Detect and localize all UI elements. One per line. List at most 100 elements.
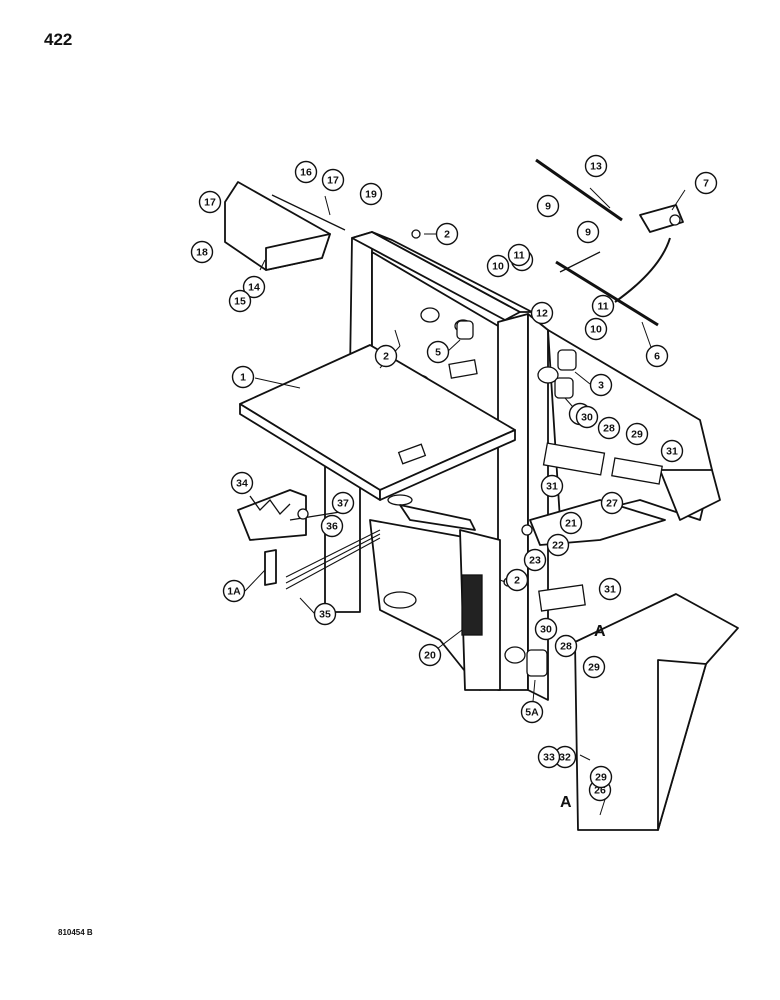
- callout-7: 7: [694, 171, 718, 195]
- side-shield: [224, 181, 346, 271]
- callout-label: 5: [435, 347, 441, 359]
- callout-circle: [507, 243, 531, 267]
- callout-29a: 29: [625, 422, 649, 446]
- callout-9b: 9: [576, 220, 600, 244]
- callout-label: 3: [598, 380, 604, 392]
- callout-label: 2: [514, 575, 520, 587]
- callout-label: 10: [590, 324, 602, 336]
- callout-circle: [540, 474, 564, 498]
- callout-circle: [536, 194, 560, 218]
- callout-5: 5: [426, 340, 450, 364]
- callout-10b: 10: [584, 317, 608, 341]
- callout-label: 1: [240, 372, 246, 384]
- callout-23: 23: [523, 548, 547, 572]
- callout-label: 13: [590, 161, 602, 173]
- callout-label: 9: [585, 227, 591, 239]
- callout-2b: 2: [374, 344, 398, 368]
- callout-9a: 9: [536, 194, 560, 218]
- callout-15: 15: [228, 289, 252, 313]
- callout-14: 14: [242, 275, 266, 299]
- callout-label: 31: [546, 481, 558, 493]
- floor-plate: [239, 344, 516, 531]
- callout-33: 33: [537, 745, 561, 769]
- callout-circle: [294, 160, 318, 184]
- callout-31b: 31: [540, 474, 564, 498]
- callout-circle: [534, 617, 558, 641]
- callout-circle: [546, 533, 570, 557]
- callout-circle: [597, 416, 621, 440]
- callout-label: 22: [552, 540, 564, 552]
- callout-circle: [575, 405, 599, 429]
- callout-label: 20: [424, 650, 436, 662]
- callout-circle: [537, 745, 561, 769]
- callout-circle: [584, 154, 608, 178]
- callout-31c: 31: [598, 577, 622, 601]
- callout-19: 19: [359, 182, 383, 206]
- callout-18: 18: [190, 240, 214, 264]
- callout-1a: 1A: [222, 579, 246, 603]
- step-assembly: [237, 489, 341, 586]
- callout-label: 29: [631, 429, 643, 441]
- callout-2c: 2: [505, 568, 529, 592]
- callout-label: 36: [326, 521, 338, 533]
- callout-11a: 11: [507, 243, 531, 267]
- callout-label: 6: [654, 351, 660, 363]
- callout-label: 14: [248, 282, 260, 294]
- small-hardware: [297, 229, 663, 677]
- callout-label: 5A: [525, 707, 539, 719]
- callout-circle: [600, 491, 624, 515]
- callout-label: 17: [327, 175, 339, 187]
- callout-17a: 17: [198, 190, 222, 214]
- callout-11b: 11: [591, 294, 615, 318]
- callout-label: 37: [337, 498, 349, 510]
- callout-circle: [418, 643, 442, 667]
- callout-37: 37: [331, 491, 355, 515]
- callout-label: 29: [595, 772, 607, 784]
- page-number: 422: [44, 30, 73, 49]
- callout-30a: 30: [575, 405, 599, 429]
- callout-label: 30: [540, 624, 552, 636]
- callout-label: 2: [383, 351, 389, 363]
- callout-circle: [242, 275, 266, 299]
- callout-circle: [645, 344, 669, 368]
- callout-label: 23: [529, 555, 541, 567]
- callout-label: 11: [513, 250, 524, 262]
- callout-label: 19: [365, 189, 377, 201]
- callout-circle: [222, 579, 246, 603]
- callout-circle: [374, 344, 398, 368]
- callout-circle: [505, 568, 529, 592]
- callout-label: 12: [536, 308, 548, 320]
- callout-circle: [589, 373, 613, 397]
- callout-31a: 31: [660, 439, 684, 463]
- callout-circle: [559, 511, 583, 535]
- callout-27: 27: [600, 491, 624, 515]
- callout-21: 21: [559, 511, 583, 535]
- callout-circle: [591, 294, 615, 318]
- callout-circle: [576, 220, 600, 244]
- callout-circle: [313, 602, 337, 626]
- callout-circle: [198, 190, 222, 214]
- callout-circle: [589, 765, 613, 789]
- callout-circle: [230, 471, 254, 495]
- callout-36: 36: [320, 514, 344, 538]
- callout-29b: 29: [582, 655, 606, 679]
- callout-5a: 5A: [520, 700, 544, 724]
- section-mark-a-upper: A: [594, 623, 606, 640]
- callout-17b: 17: [321, 168, 345, 192]
- callout-label: 18: [196, 247, 208, 259]
- callout-label: 16: [300, 167, 312, 179]
- callout-circle: [231, 365, 255, 389]
- callout-label: 21: [565, 518, 577, 530]
- callout-label: 7: [703, 178, 709, 190]
- callout-circle: [435, 222, 459, 246]
- callout-circle: [523, 548, 547, 572]
- callout-1: 1: [231, 365, 255, 389]
- callout-label: 29: [588, 662, 600, 674]
- callout-circle: [331, 491, 355, 515]
- callout-label: 34: [236, 478, 248, 490]
- callout-circle: [660, 439, 684, 463]
- callout-label: 1A: [227, 586, 241, 598]
- callout-35: 35: [313, 602, 337, 626]
- callout-label: 2: [444, 229, 450, 241]
- callout-circle: [530, 301, 554, 325]
